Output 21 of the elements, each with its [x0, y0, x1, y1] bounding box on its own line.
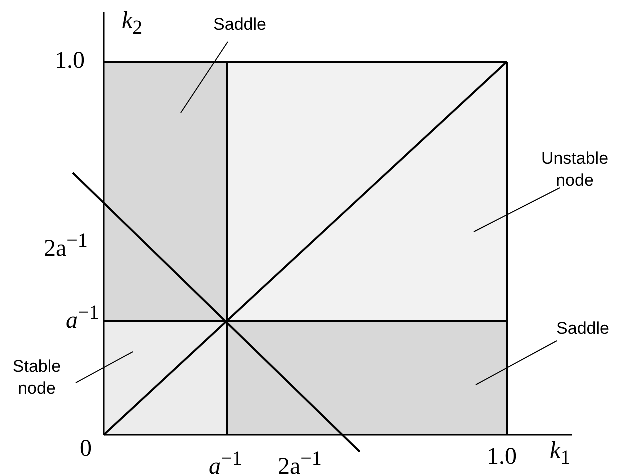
tick-label: 1.0	[55, 48, 85, 75]
tick-label: a$^{−1}$	[66, 302, 100, 335]
axis-label: k$_{1}$	[550, 438, 571, 470]
unstable-node-region	[227, 62, 507, 321]
leader-line	[476, 340, 558, 386]
region-label: Saddle	[548, 318, 618, 340]
axis-label: k$_{2}$	[122, 8, 143, 40]
tick-label: 1.0	[487, 444, 517, 471]
saddle-region	[227, 321, 507, 435]
leader-line	[180, 42, 228, 114]
leader-line	[76, 352, 134, 384]
tick-label: 2a$^{−1}$	[44, 230, 88, 263]
tick-label: a$^{−1}$	[209, 448, 242, 474]
stable-node-region	[104, 321, 227, 435]
saddle-region	[104, 62, 227, 321]
region-label: Unstable node	[535, 148, 615, 192]
region-label: Stable node	[2, 356, 72, 400]
tick-label: 2a$^{−1}$	[278, 448, 322, 474]
leader-line	[474, 188, 560, 232]
tick-label: 0	[80, 436, 92, 463]
region-label: Saddle	[205, 14, 275, 36]
